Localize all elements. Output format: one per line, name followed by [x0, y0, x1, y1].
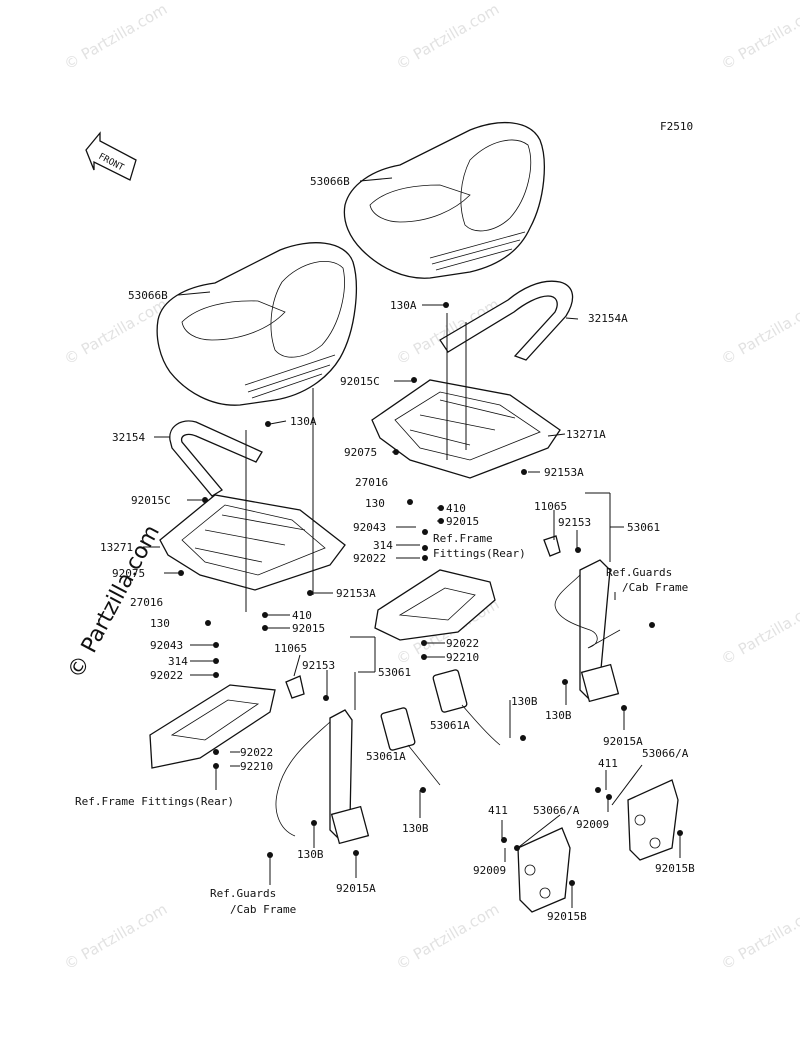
watermark: © Partzilla.com	[718, 0, 800, 73]
label-27016-right: 27016	[355, 476, 388, 489]
label-130A-top: 130A	[390, 299, 417, 312]
label-130-left: 130	[150, 617, 170, 630]
label-92075-right: 92075	[344, 446, 377, 459]
label-130B-c: 130B	[402, 822, 429, 835]
label-ref-frame-right-1: Ref.Frame	[433, 532, 493, 545]
label-ref-frame-right-2: Fittings(Rear)	[433, 547, 526, 560]
buckle-right-icon	[432, 669, 501, 746]
label-92153A-right: 92153A	[544, 466, 584, 479]
label-411-left: 411	[488, 804, 508, 817]
label-130B-b: 130B	[545, 709, 572, 722]
label-92022-right-b: 92022	[446, 637, 479, 650]
label-314-left: 314	[168, 655, 188, 668]
seat-belt-right-icon	[554, 559, 621, 703]
watermark: © Partzilla.com	[718, 295, 800, 368]
label-130B-d: 130B	[297, 848, 324, 861]
label-92015A-right: 92015A	[603, 735, 643, 748]
leader-lines	[143, 177, 681, 908]
label-ref-guards-left-1: Ref.Guards	[210, 887, 276, 900]
label-92015B-right: 92015B	[655, 862, 695, 875]
label-410-left: 410	[292, 609, 312, 622]
grab-bar-left-icon	[169, 420, 263, 497]
label-92022-left-a: 92022	[150, 669, 183, 682]
label-92153-left: 92153	[302, 659, 335, 672]
watermark: © Partzilla.com	[393, 0, 502, 73]
label-53061A-right: 53061A	[430, 719, 470, 732]
labels: 53066B 53066B 130A 32154A 92015C 13271A …	[75, 175, 695, 923]
seat-base-left-icon	[159, 494, 346, 591]
seat-left-icon	[156, 242, 357, 406]
label-32154A: 32154A	[588, 312, 628, 325]
watermark: © Partzilla.com	[61, 0, 170, 73]
label-53061-left: 53061	[378, 666, 411, 679]
label-53066B-left: 53066B	[128, 289, 168, 302]
label-92022-left-b: 92022	[240, 746, 273, 759]
label-53066B-top: 53066B	[310, 175, 350, 188]
cover-left-icon	[517, 827, 571, 913]
label-92153-right: 92153	[558, 516, 591, 529]
watermark: © Partzilla.com	[393, 900, 502, 973]
watermark: © Partzilla.com	[61, 295, 170, 368]
front-arrow-icon: FRONT	[85, 131, 137, 181]
label-92009-right: 92009	[576, 818, 609, 831]
label-92015-left: 92015	[292, 622, 325, 635]
label-130A-left: 130A	[290, 415, 317, 428]
figure-code: F2510	[660, 120, 693, 133]
label-ref-guards-right-1: Ref.Guards	[606, 566, 672, 579]
guide-right-icon	[543, 535, 561, 557]
seat-belt-left-icon	[275, 709, 370, 845]
label-92015C-right: 92015C	[340, 375, 380, 388]
label-92015B-left: 92015B	[547, 910, 587, 923]
label-53061-right: 53061	[627, 521, 660, 534]
label-130B-a: 130B	[511, 695, 538, 708]
label-53061A-left: 53061A	[366, 750, 406, 763]
watermark-group: © Partzilla.com © Partzilla.com © Partzi…	[61, 0, 800, 973]
seat-right-icon	[343, 121, 545, 279]
label-411-right: 411	[598, 757, 618, 770]
watermark: © Partzilla.com	[718, 900, 800, 973]
label-ref-guards-left-2: /Cab Frame	[230, 903, 296, 916]
buckle-left-icon	[380, 707, 441, 786]
label-92015A-left: 92015A	[336, 882, 376, 895]
grab-bar-right-icon	[439, 280, 574, 361]
label-53066A-right: 53066/A	[642, 747, 689, 760]
label-130-right: 130	[365, 497, 385, 510]
label-92022-right-a: 92022	[353, 552, 386, 565]
label-92009-left: 92009	[473, 864, 506, 877]
label-ref-frame-left: Ref.Frame Fittings(Rear)	[75, 795, 234, 808]
frame-bracket-left-icon	[149, 684, 276, 769]
label-92043-left: 92043	[150, 639, 183, 652]
watermark: © Partzilla.com	[718, 595, 800, 668]
label-13271: 13271	[100, 541, 133, 554]
label-27016-left: 27016	[130, 596, 163, 609]
label-314-right: 314	[373, 539, 393, 552]
guide-left-icon	[285, 675, 305, 699]
label-11065-right: 11065	[534, 500, 567, 513]
label-92210-left: 92210	[240, 760, 273, 773]
label-410-right: 410	[446, 502, 466, 515]
label-32154: 32154	[112, 431, 145, 444]
watermark: © Partzilla.com	[61, 900, 170, 973]
label-13271A: 13271A	[566, 428, 606, 441]
label-92075-left: 92075	[112, 567, 145, 580]
label-92153A-left: 92153A	[336, 587, 376, 600]
frame-bracket-right-icon	[374, 569, 496, 641]
label-92210-right: 92210	[446, 651, 479, 664]
label-ref-guards-right-2: /Cab Frame	[622, 581, 688, 594]
label-92015-right: 92015	[446, 515, 479, 528]
label-92043-right: 92043	[353, 521, 386, 534]
label-92015C-left: 92015C	[131, 494, 171, 507]
label-11065-left: 11065	[274, 642, 307, 655]
cover-right-icon	[627, 779, 679, 861]
label-53066A-left: 53066/A	[533, 804, 580, 817]
